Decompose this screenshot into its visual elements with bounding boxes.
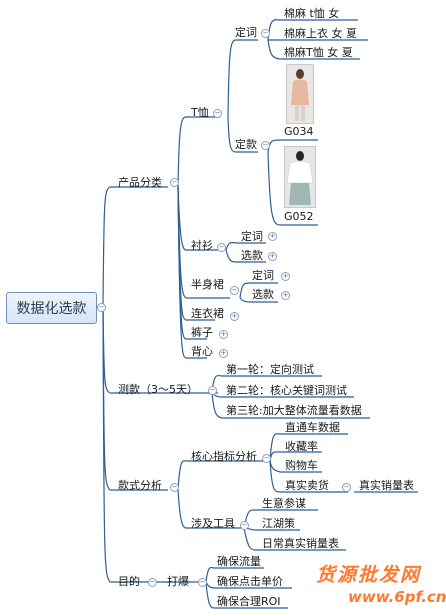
collapse-toggle-icon[interactable]: − [342, 483, 351, 492]
collapse-toggle-icon[interactable]: − [261, 141, 270, 150]
collapse-toggle-icon[interactable]: − [97, 303, 106, 312]
test-round-item[interactable]: 第三轮:加大整体流量看数据 [226, 404, 362, 417]
watermark-title: 货源批发网 [316, 564, 422, 586]
root-node[interactable]: 数据化选款 [6, 292, 97, 324]
mind-map: 数据化选款 − 产品分类 − T恤 − 定词 − 棉麻 t恤 女 棉麻上衣 女 … [6, 7, 446, 609]
keyword-item[interactable]: 棉麻T恤 女 夏 [284, 46, 353, 59]
goal-item[interactable]: 确保流量 [217, 555, 261, 568]
vest-node[interactable]: 背心 [191, 345, 213, 358]
core-metrics-node[interactable]: 核心指标分析 [191, 450, 257, 463]
connector-lines [95, 19, 418, 609]
collapse-toggle-icon[interactable]: − [208, 386, 217, 395]
tools-node[interactable]: 涉及工具 [191, 517, 235, 530]
goal-item[interactable]: 确保点击单价 [217, 575, 283, 588]
expand-toggle-icon[interactable]: + [281, 272, 290, 281]
keyword-item[interactable]: 棉麻 t恤 女 [284, 7, 340, 20]
shirt-child[interactable]: 定词 [241, 230, 263, 243]
style-code[interactable]: G034 [284, 125, 314, 138]
skirt-child[interactable]: 定词 [252, 269, 274, 282]
expand-toggle-icon[interactable]: + [281, 291, 290, 300]
test-round-item[interactable]: 第一轮：定向测试 [226, 363, 314, 376]
model-figure-icon [287, 65, 313, 123]
core-metric-item[interactable]: 真实卖货 [285, 479, 329, 492]
dress-node[interactable]: 连衣裙 [191, 307, 224, 320]
collapse-toggle-icon[interactable]: − [170, 483, 179, 492]
collapse-toggle-icon[interactable]: − [261, 29, 270, 38]
skirt-child[interactable]: 选款 [252, 288, 274, 301]
shirt-child[interactable]: 选款 [241, 249, 263, 262]
expand-toggle-icon[interactable]: + [268, 232, 277, 241]
tool-item[interactable]: 江湖策 [262, 517, 295, 530]
expand-toggle-icon[interactable]: + [219, 349, 228, 358]
tshirt-keywords-node[interactable]: 定词 [235, 26, 257, 39]
goal-node[interactable]: 目的 [118, 575, 140, 588]
collapse-toggle-icon[interactable]: − [240, 521, 249, 530]
goal-item[interactable]: 确保合理ROI [217, 595, 281, 608]
tshirt-node[interactable]: T恤 [191, 106, 209, 119]
real-sales-table-node[interactable]: 真实销量表 [359, 479, 414, 492]
collapse-toggle-icon[interactable]: − [262, 454, 271, 463]
collapse-toggle-icon[interactable]: − [170, 178, 179, 187]
expand-toggle-icon[interactable]: + [219, 330, 228, 339]
style-code[interactable]: G052 [284, 210, 314, 223]
shirt-node[interactable]: 衬衫 [191, 239, 213, 252]
test-node[interactable]: 测款（3～5天） [118, 383, 198, 396]
collapse-toggle-icon[interactable]: − [217, 243, 226, 252]
skirt-node[interactable]: 半身裙 [191, 278, 224, 291]
product-photo-g052 [284, 146, 316, 208]
root-label: 数据化选款 [16, 301, 87, 317]
core-metric-item[interactable]: 直通车数据 [285, 421, 340, 434]
tool-item[interactable]: 日常真实销量表 [262, 537, 339, 550]
hit-node[interactable]: 打爆 [167, 575, 189, 588]
core-metric-item[interactable]: 收藏率 [285, 440, 318, 453]
tool-item[interactable]: 生意参谋 [262, 497, 306, 510]
collapse-toggle-icon[interactable]: − [230, 286, 239, 295]
tshirt-styles-node[interactable]: 定款 [235, 138, 257, 151]
keyword-item[interactable]: 棉麻上衣 女 夏 [284, 27, 357, 40]
collapse-toggle-icon[interactable]: − [198, 578, 207, 587]
test-round-item[interactable]: 第二轮：核心关键词测试 [226, 384, 347, 397]
watermark-url: www.6pf.cn [348, 588, 446, 606]
expand-toggle-icon[interactable]: + [268, 252, 277, 261]
product-category-node[interactable]: 产品分类 [118, 176, 162, 189]
expand-toggle-icon[interactable]: + [230, 312, 239, 321]
core-metric-item[interactable]: 购物车 [285, 459, 318, 472]
collapse-toggle-icon[interactable]: − [213, 109, 222, 118]
model-figure-icon [285, 147, 315, 207]
analysis-node[interactable]: 款式分析 [118, 479, 162, 492]
pants-node[interactable]: 裤子 [191, 326, 213, 339]
collapse-toggle-icon[interactable]: − [148, 578, 157, 587]
product-photo-g034 [286, 64, 314, 124]
